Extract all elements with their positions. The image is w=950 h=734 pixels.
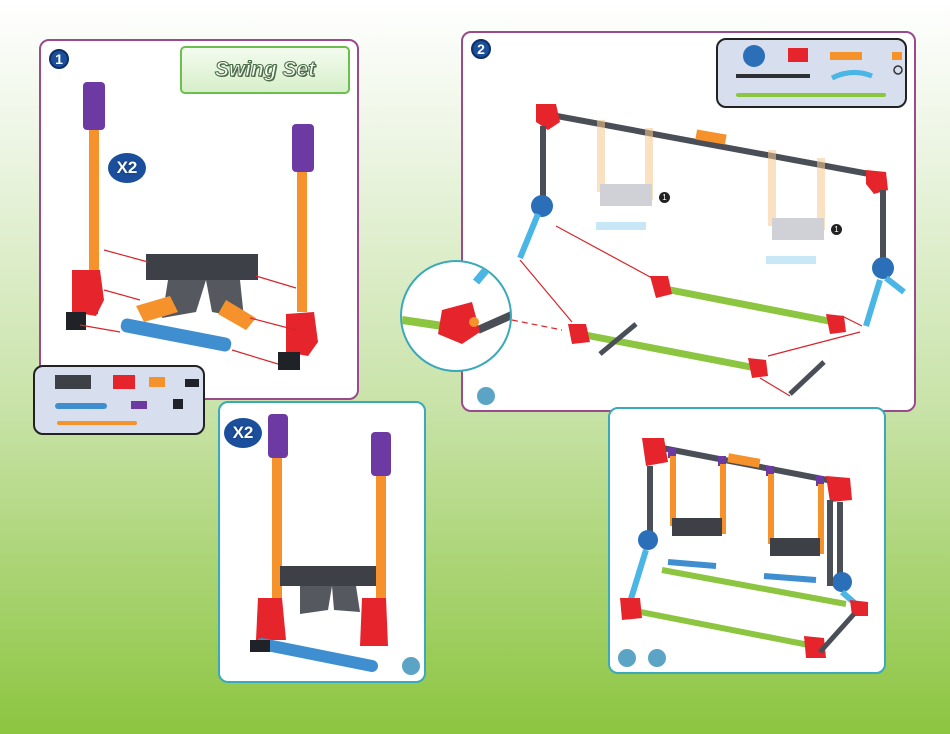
final-swing-set-illustration	[0, 0, 950, 734]
